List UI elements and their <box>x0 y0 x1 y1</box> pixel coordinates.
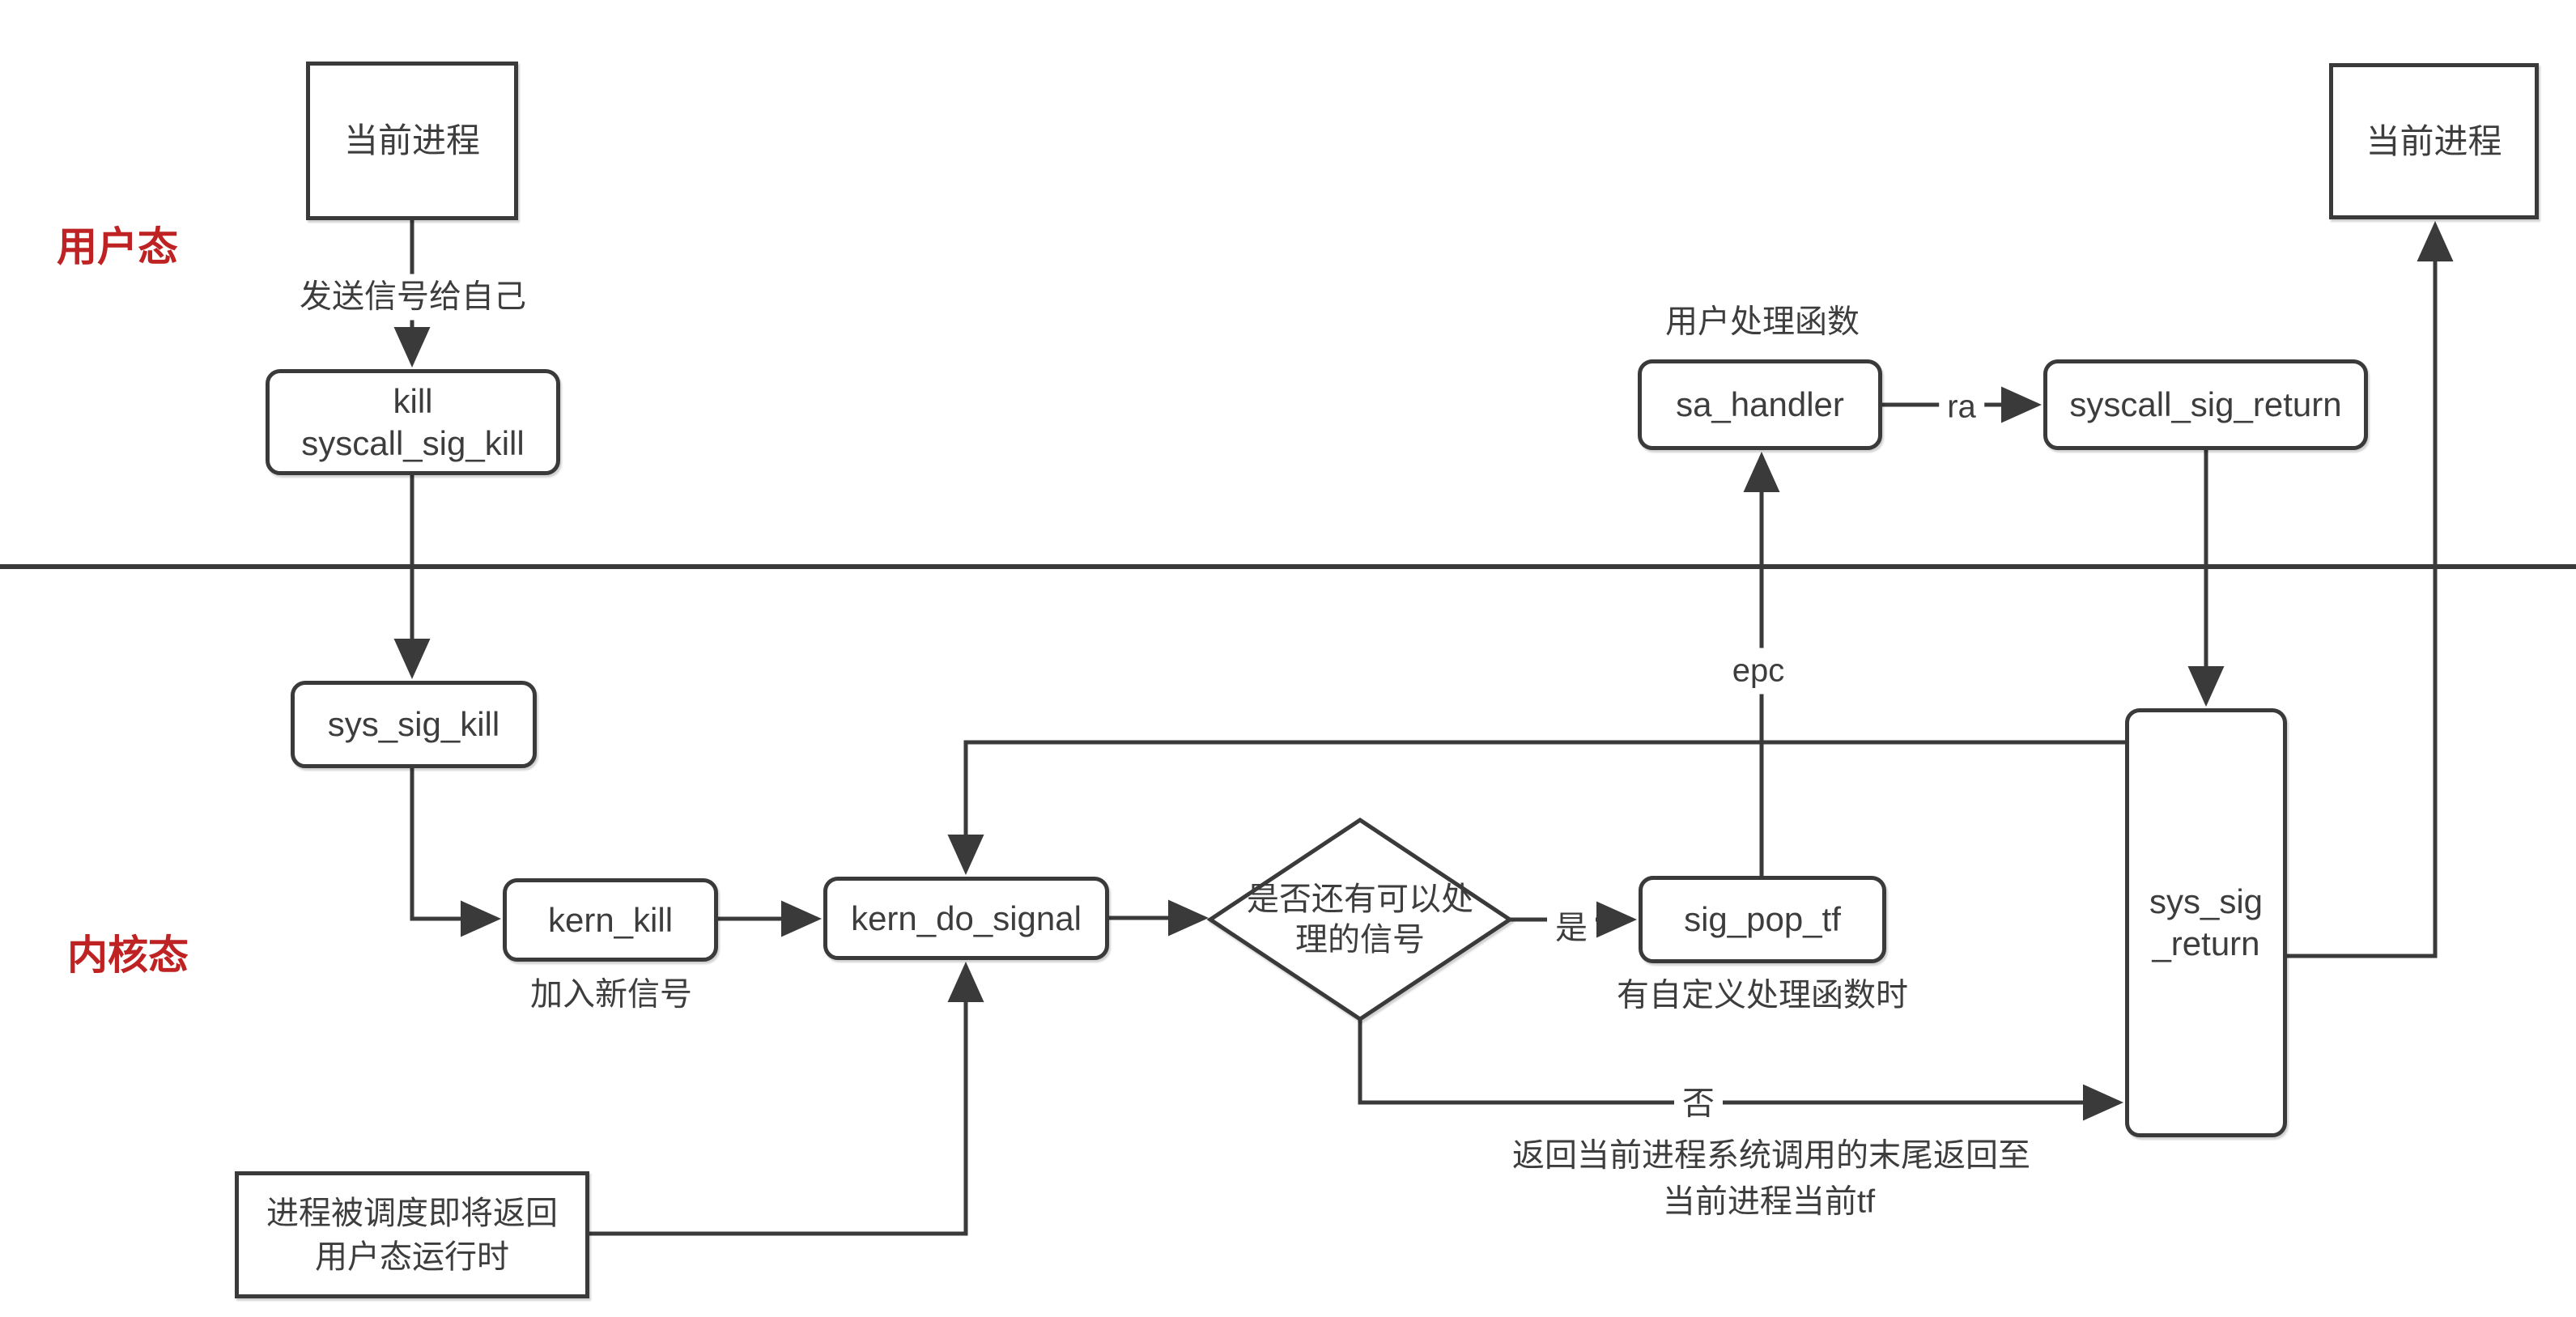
edge-decision-no-to-sys-sig-return <box>1358 1019 2123 1121</box>
node-sig-pop-tf: sig_pop_tf <box>1639 876 1886 963</box>
label-add-new-signal: 加入新信号 <box>530 976 692 1013</box>
node-kern-do-signal: kern_do_signal <box>823 877 1109 960</box>
node-sys-sig-kill: sys_sig_kill <box>291 681 537 768</box>
edge-scheduled-to-kern-do-signal <box>589 962 984 1236</box>
edge-sys-sig-return-loop-to-kern-do-signal <box>947 740 2125 875</box>
label-user-handler-fn: 用户处理函数 <box>1665 304 1860 340</box>
label-send-signal-to-self: 发送信号给自己 <box>291 274 534 321</box>
decision-diamond <box>1206 817 1514 1022</box>
node-process-scheduled: 进程被调度即将返回 用户态运行时 <box>235 1171 589 1298</box>
label-yes: 是 <box>1547 905 1596 952</box>
edge-sys-sig-kill-to-kern-kill <box>410 768 501 937</box>
node-current-process-left: 当前进程 <box>306 62 518 220</box>
edge-sys-sig-return-to-user-proc <box>2287 221 2454 958</box>
node-current-process-right: 当前进程 <box>2329 63 2539 219</box>
node-sys-sig-return: sys_sig _return <box>2125 708 2287 1137</box>
label-ra: ra <box>1939 384 1984 431</box>
zone-label-user-mode: 用户态 <box>57 224 178 270</box>
label-custom-handler-note: 有自定义处理函数时 <box>1617 977 1908 1013</box>
node-kern-kill: kern_kill <box>503 878 718 962</box>
node-kill-syscall-sig-kill: kill syscall_sig_kill <box>266 369 560 475</box>
zone-label-kernel-mode: 内核态 <box>67 933 189 978</box>
node-syscall-sig-return: syscall_sig_return <box>2043 359 2368 450</box>
label-epc: epc <box>1724 648 1793 695</box>
label-no: 否 <box>1674 1081 1723 1128</box>
label-return-note-line1: 返回当前进程系统调用的末尾返回至 <box>1512 1137 2030 1174</box>
decision-diamond-text: 是否还有可以处 理的信号 <box>1247 882 1473 958</box>
label-return-note-line2: 当前进程当前tf <box>1662 1183 1876 1220</box>
node-sa-handler: sa_handler <box>1638 359 1882 450</box>
